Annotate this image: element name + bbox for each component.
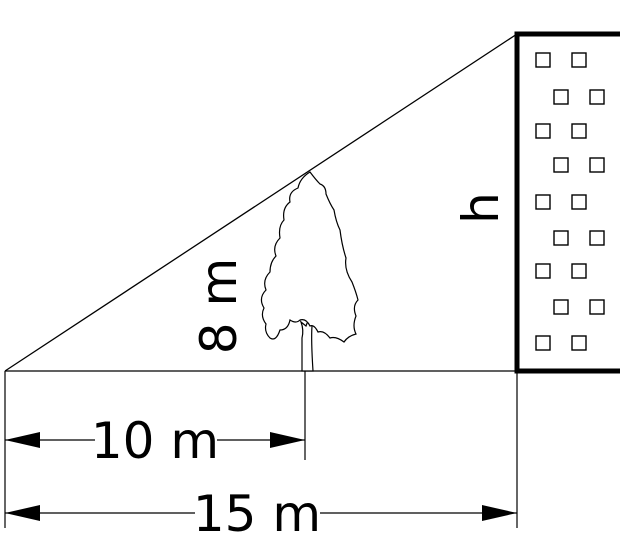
tree-distance-label: 10 m: [91, 412, 219, 470]
building-distance-label: 15 m: [193, 485, 321, 538]
arrowhead-right: [270, 432, 305, 448]
building-icon: [514, 31, 620, 374]
building-windows: [535, 52, 605, 351]
building-height-label: h: [452, 192, 510, 224]
arrowhead-left: [5, 505, 40, 521]
building-outline: [514, 31, 620, 374]
tree-icon: [260, 171, 359, 372]
arrowhead-left: [5, 432, 40, 448]
arrowhead-right: [482, 505, 517, 521]
dimension-building-distance: 15 m: [5, 485, 517, 538]
tree-height-label: 8 m: [190, 258, 248, 354]
dimension-tree-distance: 10 m: [5, 412, 305, 470]
sight-line: [4, 33, 518, 372]
